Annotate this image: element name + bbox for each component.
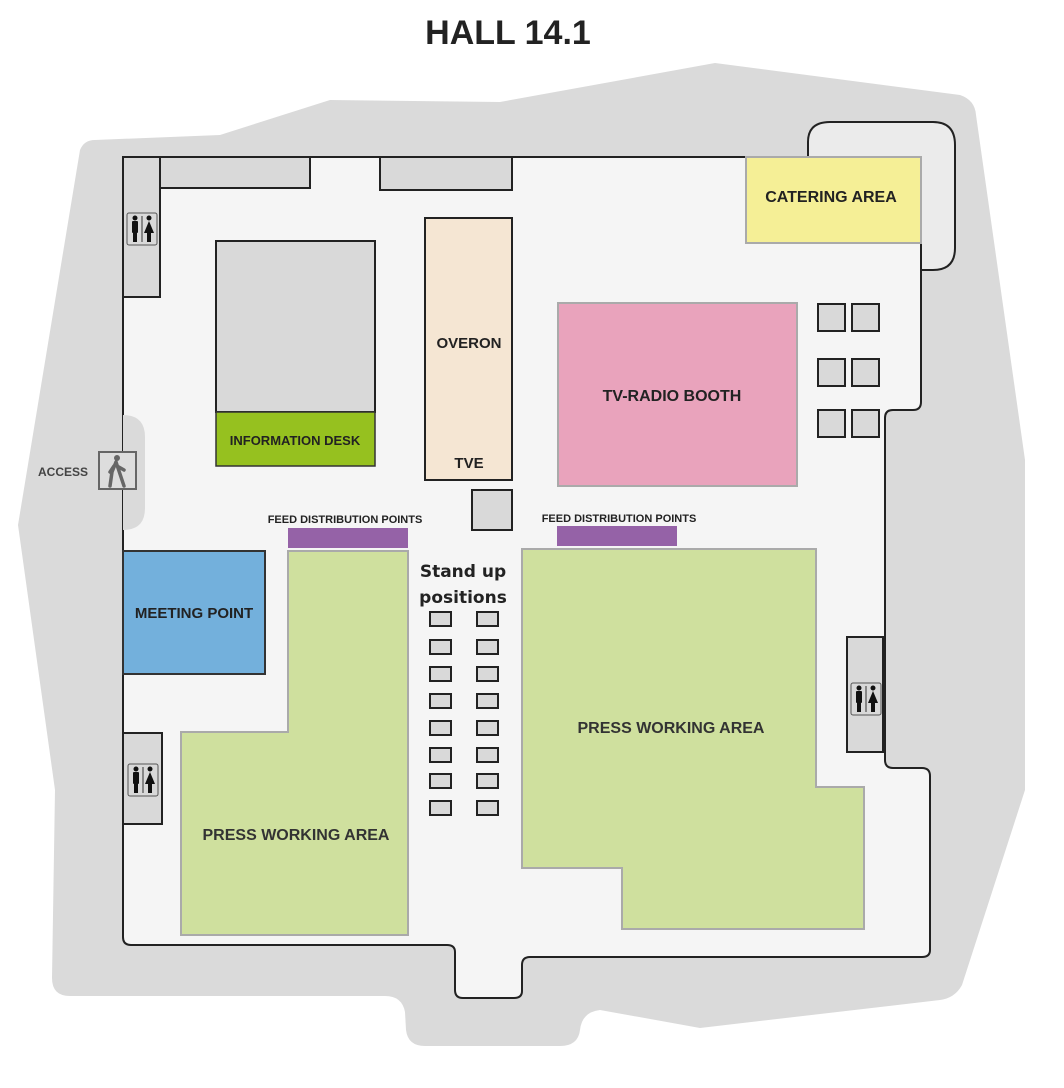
standup-position[interactable] (429, 747, 452, 763)
cubicle (817, 303, 846, 332)
standup-position[interactable] (429, 720, 452, 736)
cubicle (817, 409, 846, 438)
press-working-area-left[interactable] (180, 550, 409, 936)
meeting-label: MEETING POINT (135, 605, 253, 622)
press-left-label: PRESS WORKING AREA (203, 827, 390, 844)
tve-label: TVE (454, 455, 483, 472)
feed-distribution-left[interactable] (288, 528, 408, 548)
standup-positions (429, 611, 499, 816)
standup-position[interactable] (476, 720, 499, 736)
standup-position[interactable] (476, 666, 499, 682)
standup-position[interactable] (476, 693, 499, 709)
cubicle (851, 358, 880, 387)
standup-position[interactable] (476, 639, 499, 655)
feed-distribution-right[interactable] (557, 526, 677, 546)
standup-position[interactable] (429, 773, 452, 789)
feed-right-label: FEED DISTRIBUTION POINTS (542, 513, 697, 525)
cubicle (851, 303, 880, 332)
standup-position[interactable] (429, 639, 452, 655)
restroom-icon (850, 682, 882, 716)
restroom-icon (127, 763, 159, 797)
service-room-top-2 (379, 156, 513, 191)
service-room-top-1 (159, 156, 311, 189)
cubicle (851, 409, 880, 438)
press-working-area-right[interactable] (521, 548, 865, 930)
overon-area[interactable] (424, 217, 513, 481)
meeting-point[interactable] (122, 550, 266, 675)
standup-position[interactable] (476, 747, 499, 763)
booth-cubicles (817, 303, 880, 438)
catering-area[interactable] (745, 156, 922, 244)
standup-position[interactable] (429, 666, 452, 682)
standup-position[interactable] (476, 611, 499, 627)
standup-position[interactable] (476, 773, 499, 789)
standup-label-line1: Stand up (420, 562, 506, 582)
standup-position[interactable] (429, 693, 452, 709)
standup-position[interactable] (476, 800, 499, 816)
cubicle (817, 358, 846, 387)
catering-label: CATERING AREA (765, 189, 897, 206)
standup-label-line2: positions (419, 588, 507, 608)
information-desk[interactable] (215, 411, 376, 467)
overon-label: OVERON (436, 335, 501, 352)
restroom-icon (126, 212, 158, 246)
standup-position[interactable] (429, 611, 452, 627)
hall-title: HALL 14.1 (425, 14, 591, 52)
info-desk-label: INFORMATION DESK (230, 433, 361, 448)
feed-left-label: FEED DISTRIBUTION POINTS (268, 514, 423, 526)
tv-radio-label: TV-RADIO BOOTH (603, 388, 742, 405)
standup-position[interactable] (429, 800, 452, 816)
info-storage-room (215, 240, 376, 413)
access-label: ACCESS (38, 465, 88, 479)
pedestrian-icon (98, 451, 137, 490)
tve-box (471, 489, 513, 531)
press-right-label: PRESS WORKING AREA (578, 720, 765, 737)
tv-radio-booth[interactable] (557, 302, 798, 487)
